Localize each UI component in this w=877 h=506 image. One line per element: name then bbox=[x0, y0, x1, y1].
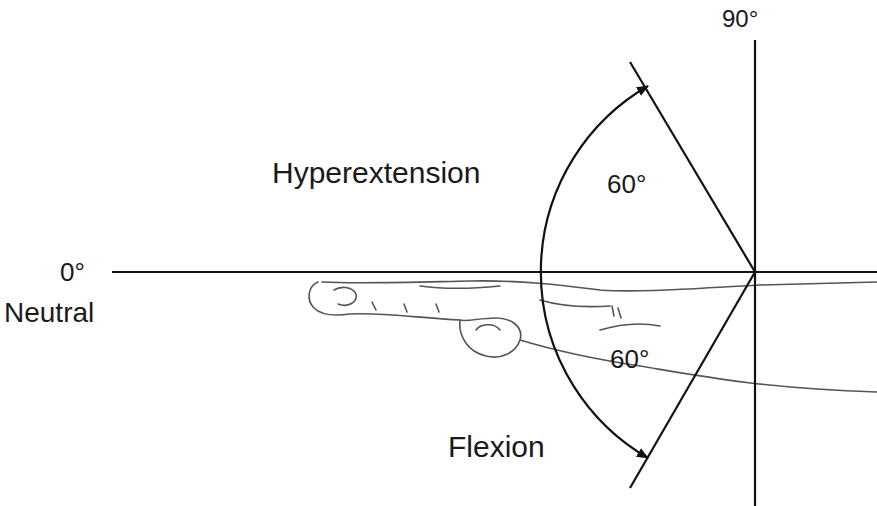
finger-illustration bbox=[309, 281, 877, 392]
reference-lines bbox=[112, 40, 877, 506]
angle-label: 90° bbox=[722, 6, 758, 32]
angle-label: Hyperextension bbox=[272, 156, 480, 189]
angle-label: 60° bbox=[610, 345, 649, 374]
angle-label: Neutral bbox=[4, 298, 94, 329]
angle-label: Flexion bbox=[448, 430, 545, 463]
angle-label: 0° bbox=[60, 258, 85, 287]
motion-arc bbox=[541, 86, 648, 458]
angle-label: 60° bbox=[607, 170, 646, 199]
